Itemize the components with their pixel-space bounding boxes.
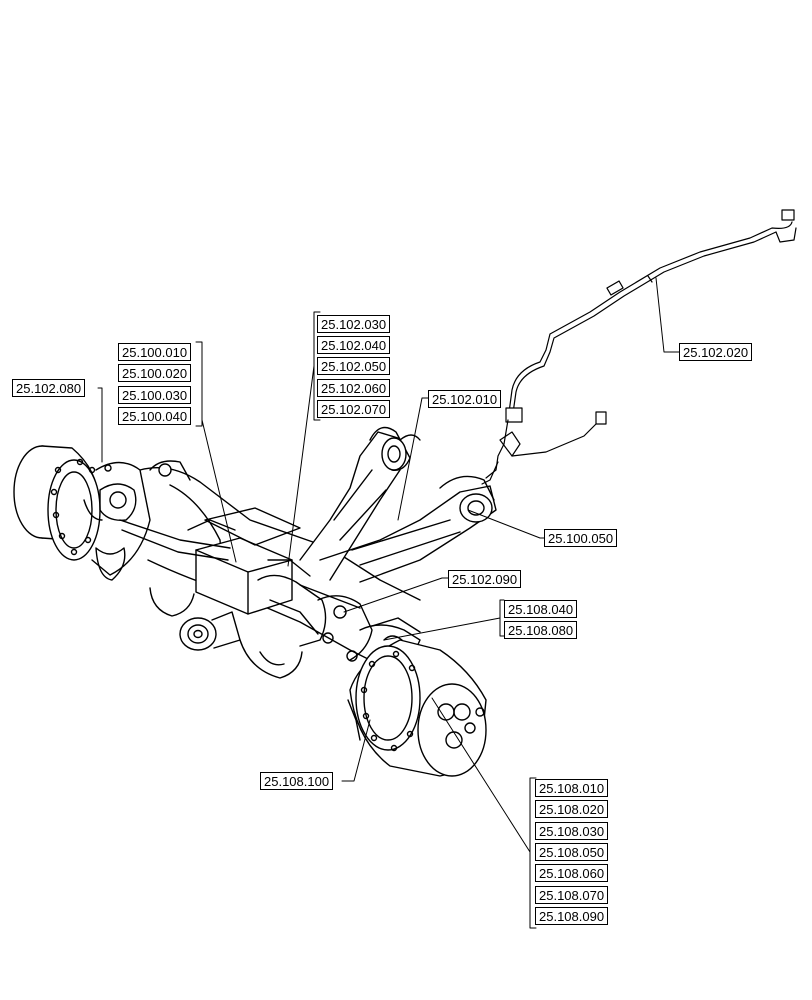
callout-25-102-080[interactable]: 25.102.080 xyxy=(12,379,86,397)
callout-25-102-060[interactable]: 25.102.060 xyxy=(317,379,391,397)
callout-25-108-020[interactable]: 25.108.020 xyxy=(535,800,609,818)
callout-25-108-010[interactable]: 25.108.010 xyxy=(535,779,609,797)
callout-25-102-040[interactable]: 25.102.040 xyxy=(317,336,391,354)
callout-25-102-020[interactable]: 25.102.020 xyxy=(679,343,753,361)
callout-25-100-010[interactable]: 25.100.010 xyxy=(118,343,192,361)
callout-25-100-020[interactable]: 25.100.020 xyxy=(118,364,192,382)
callout-25-102-030[interactable]: 25.102.030 xyxy=(317,315,391,333)
callout-25-108-100[interactable]: 25.108.100 xyxy=(260,772,334,790)
callout-25-108-090[interactable]: 25.108.090 xyxy=(535,907,609,925)
hydraulic-lines xyxy=(481,209,797,485)
callout-25-102-070[interactable]: 25.102.070 xyxy=(317,400,391,418)
callout-25-100-030[interactable]: 25.100.030 xyxy=(118,386,192,404)
callout-25-100-050[interactable]: 25.100.050 xyxy=(544,529,618,547)
callout-25-108-030[interactable]: 25.108.030 xyxy=(535,822,609,840)
callout-25-108-070[interactable]: 25.108.070 xyxy=(535,886,609,904)
left-hub-assembly xyxy=(13,445,151,581)
a-frame-support xyxy=(299,426,497,583)
callout-25-100-040[interactable]: 25.100.040 xyxy=(118,407,192,425)
callout-25-102-010[interactable]: 25.102.010 xyxy=(428,390,502,408)
axle-housing xyxy=(119,460,421,679)
callout-25-108-040[interactable]: 25.108.040 xyxy=(504,600,578,618)
callout-25-108-050[interactable]: 25.108.050 xyxy=(535,843,609,861)
leader-lines xyxy=(97,277,683,929)
callout-25-108-060[interactable]: 25.108.060 xyxy=(535,864,609,882)
callout-25-102-050[interactable]: 25.102.050 xyxy=(317,357,391,375)
callout-25-108-080[interactable]: 25.108.080 xyxy=(504,621,578,639)
callout-25-102-090[interactable]: 25.102.090 xyxy=(448,570,522,588)
right-hub-assembly xyxy=(347,639,487,777)
